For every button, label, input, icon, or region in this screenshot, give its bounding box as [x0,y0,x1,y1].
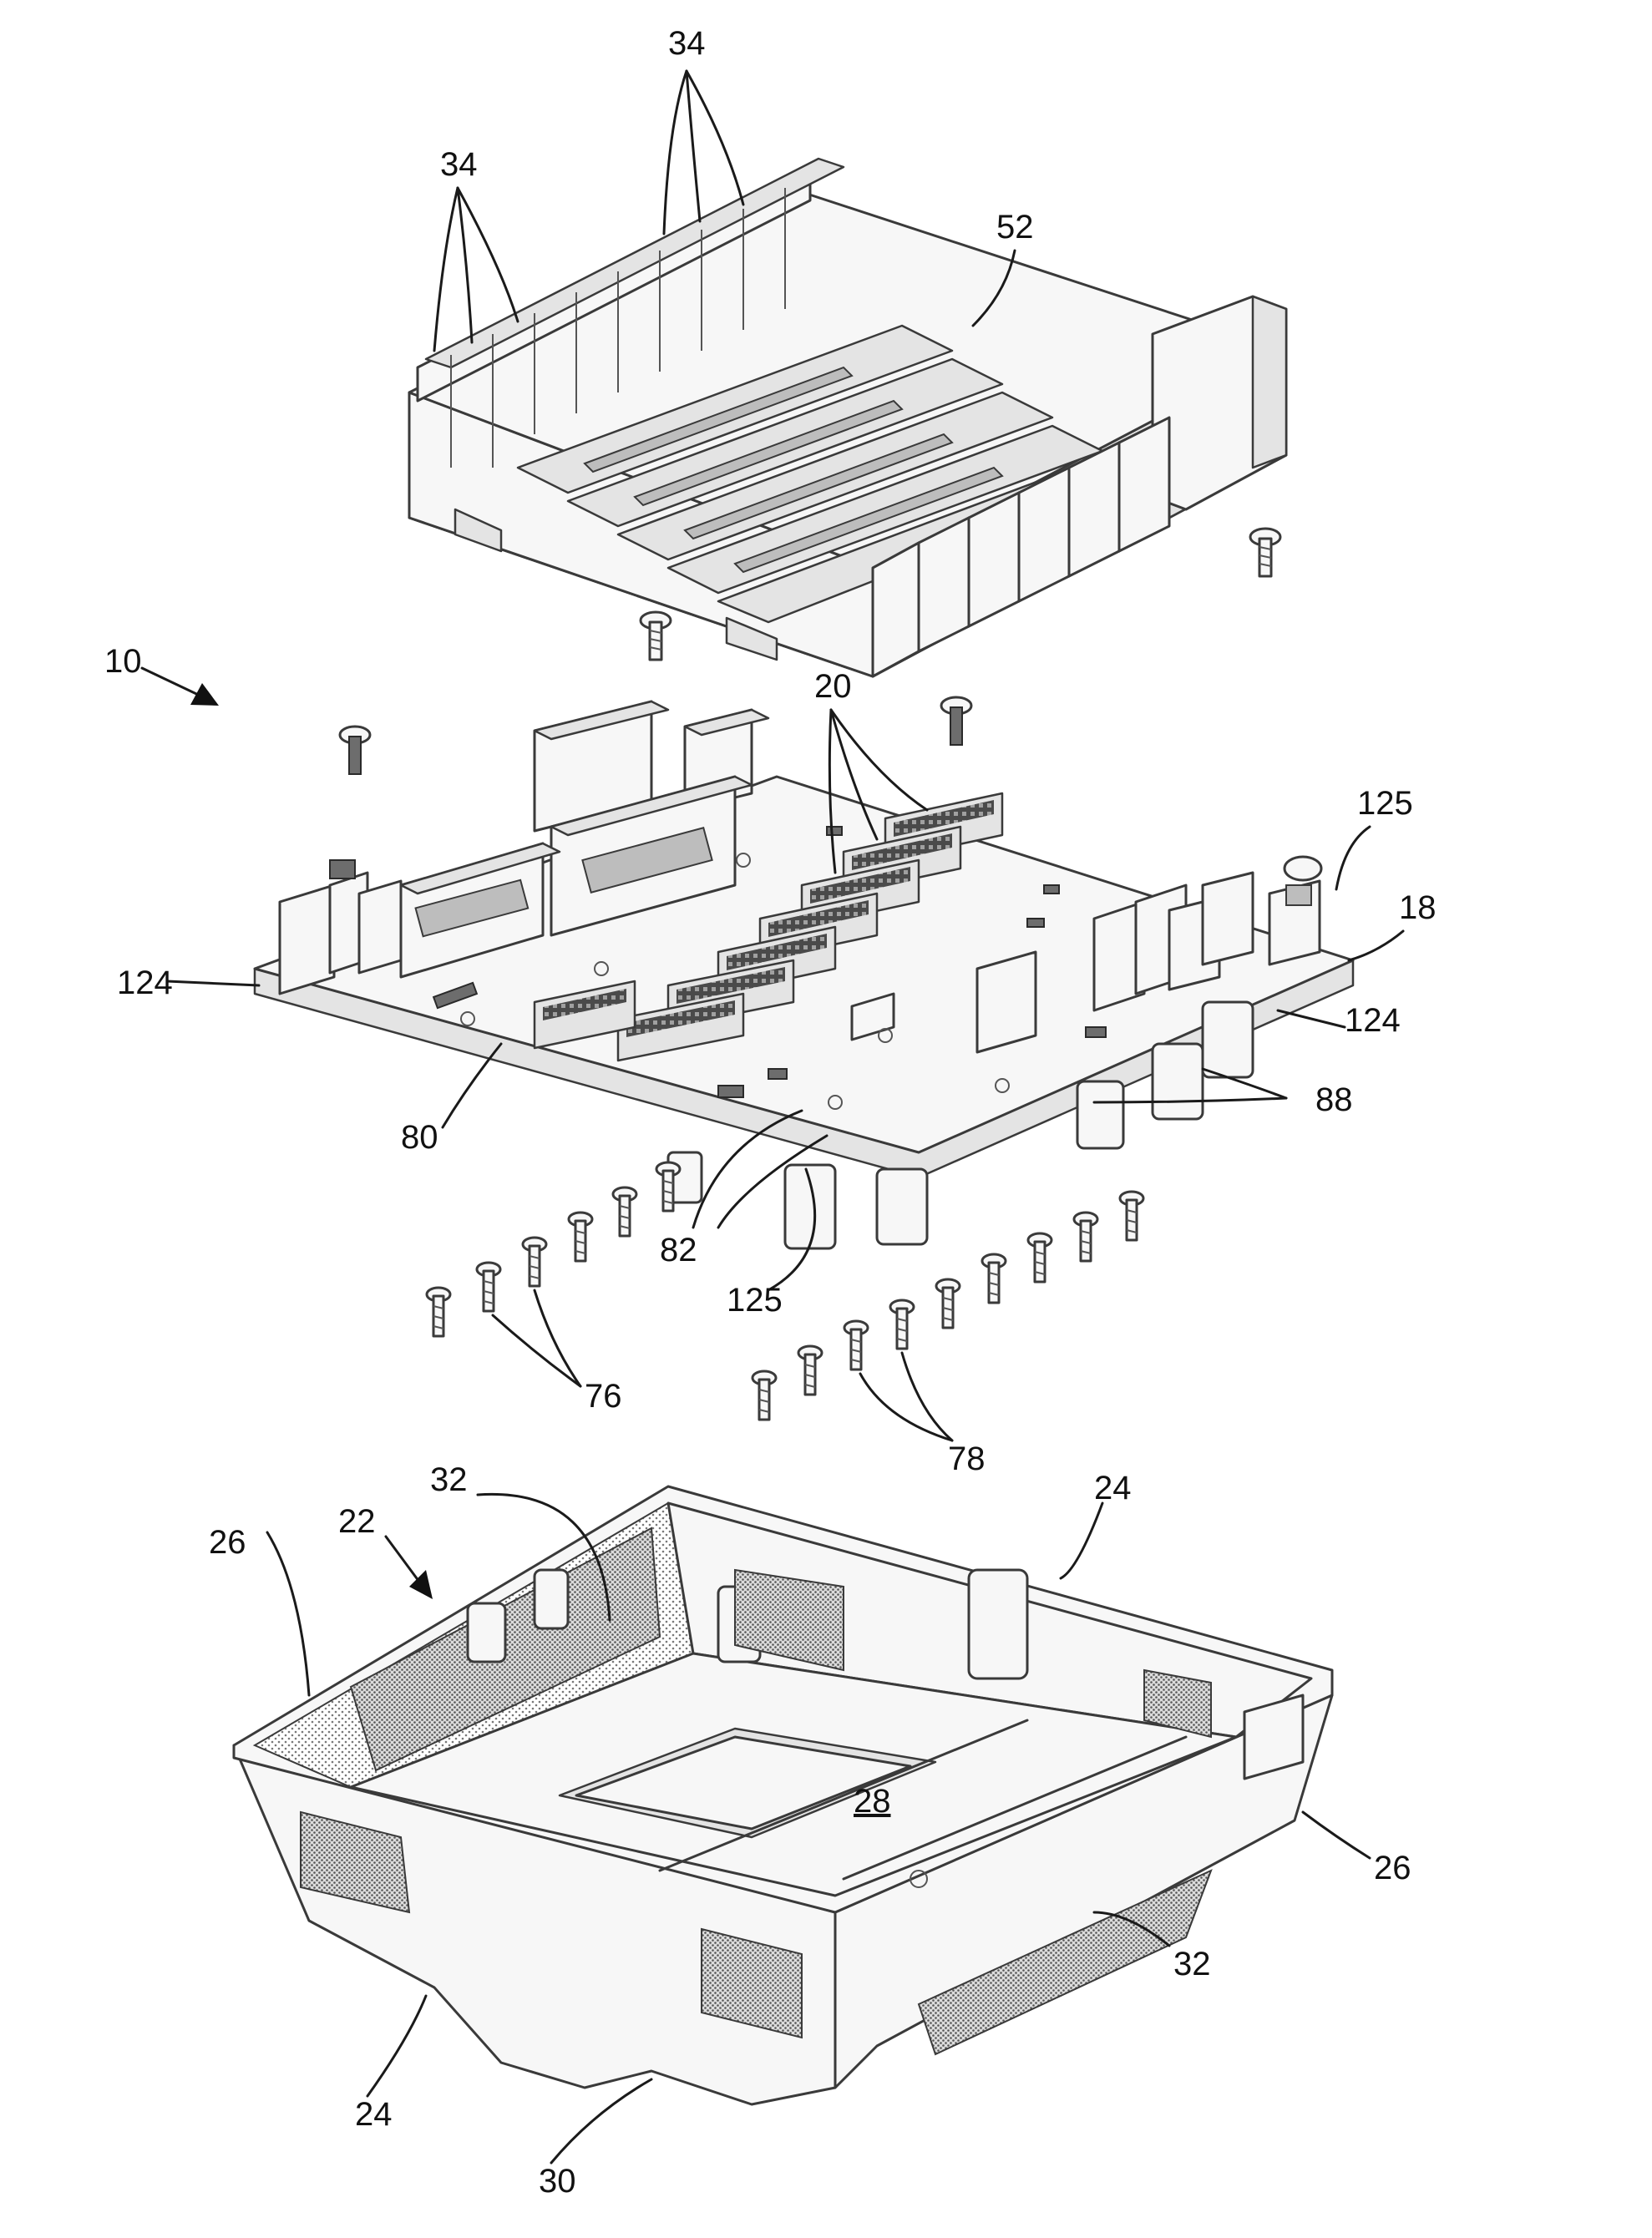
module-tray [409,159,1286,676]
label-124-left: 124 [117,965,173,1001]
label-20: 20 [814,668,852,705]
label-18: 18 [1399,889,1437,926]
label-30: 30 [539,2163,576,2200]
label-76: 76 [585,1378,622,1415]
circuit-board [255,701,1353,1248]
label-32-bottom: 32 [1173,1946,1211,1982]
label-82: 82 [660,1232,697,1268]
label-26-left: 26 [209,1524,246,1561]
label-78: 78 [948,1441,986,1477]
assembly-arrow [142,668,219,706]
label-10: 10 [104,643,142,680]
label-34-top: 34 [668,25,706,62]
board-screw-center [941,697,971,745]
label-28: 28 [854,1783,891,1820]
label-24-top: 24 [1094,1470,1132,1506]
label-88: 88 [1315,1081,1353,1118]
tray-screw-left [641,612,671,660]
label-32-top: 32 [430,1461,468,1498]
label-22: 22 [338,1503,376,1540]
label-26-right: 26 [1374,1850,1411,1886]
label-125-top: 125 [1357,785,1413,822]
label-80: 80 [401,1119,438,1156]
label-125-bottom: 125 [727,1282,783,1319]
label-34-left: 34 [440,146,478,183]
screws-76 [427,1162,680,1336]
tray-screw-right [1250,529,1280,576]
label-52: 52 [996,209,1034,246]
board-screw-left [340,727,370,774]
housing [234,1486,1332,2104]
label-24-bottom: 24 [355,2096,393,2133]
label-124-right: 124 [1345,1002,1401,1039]
